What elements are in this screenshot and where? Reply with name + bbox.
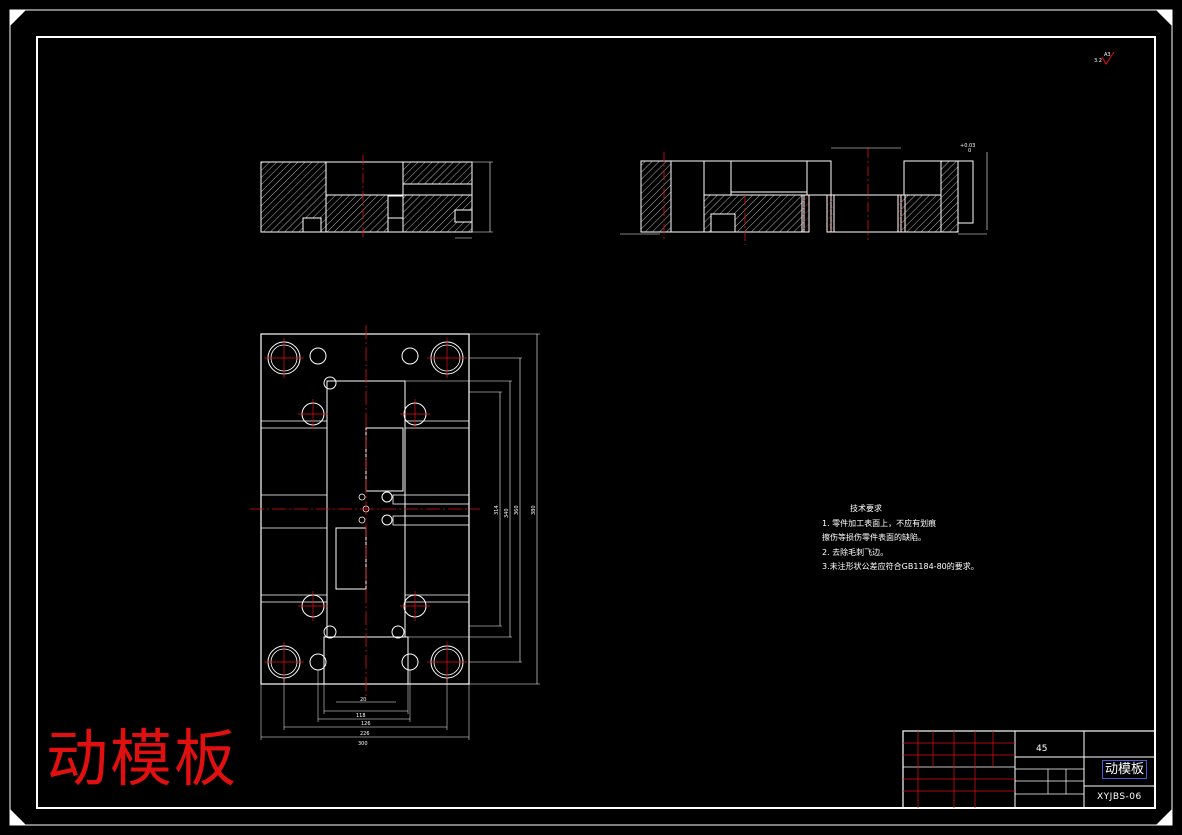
technical-requirements-title: 技术要求 bbox=[850, 504, 882, 513]
title-block-part-name: 动模板 bbox=[1102, 760, 1148, 779]
plan-view bbox=[250, 325, 540, 740]
technical-requirements: 技术要求 1. 零件加工表面上，不应有划痕 擦伤等损伤零件表面的缺陷。 2. 去… bbox=[822, 502, 979, 575]
dim-tol-zero: 0 bbox=[968, 148, 971, 154]
dim-bottom-118: 118 bbox=[356, 713, 366, 719]
drawing-title: 动模板 bbox=[46, 722, 239, 795]
dim-right-380: 380 bbox=[531, 505, 537, 515]
dim-bottom-300: 300 bbox=[358, 741, 368, 747]
dim-right-314: 314 bbox=[494, 505, 500, 515]
surface-mark-text: 3.2 bbox=[1094, 58, 1102, 64]
requirement-line-1: 1. 零件加工表面上，不应有划痕 bbox=[822, 518, 937, 528]
surface-roughness-mark: 3.2 A3 bbox=[1094, 51, 1115, 65]
dim-tol-plus: +0.03 bbox=[960, 143, 975, 149]
sheet-border bbox=[9, 9, 1173, 826]
title-block-drawing-number: XYJBS-06 bbox=[1097, 792, 1142, 802]
dim-bottom-126: 126 bbox=[361, 721, 371, 727]
requirement-line-4: 3.未注形状公差应符合GB1184-80的要求。 bbox=[822, 562, 979, 571]
title-block bbox=[902, 730, 1156, 809]
dim-right-340: 340 bbox=[504, 508, 510, 518]
requirement-line-2: 擦伤等损伤零件表面的缺陷。 bbox=[822, 533, 926, 542]
left-section-view bbox=[260, 155, 493, 239]
title-block-material: 45 bbox=[1036, 744, 1048, 754]
dim-right-360: 360 bbox=[514, 505, 520, 515]
sheet-size-text: A3 bbox=[1104, 52, 1111, 58]
dim-bottom-226: 226 bbox=[360, 731, 370, 737]
requirement-line-3: 2. 去除毛刺飞边。 bbox=[822, 547, 889, 557]
dim-bottom-20: 20 bbox=[360, 697, 366, 703]
right-section-view: +0.03 0 bbox=[620, 143, 988, 245]
plan-dimensions: 20 118 126 226 300 314 340 360 380 bbox=[356, 505, 537, 747]
